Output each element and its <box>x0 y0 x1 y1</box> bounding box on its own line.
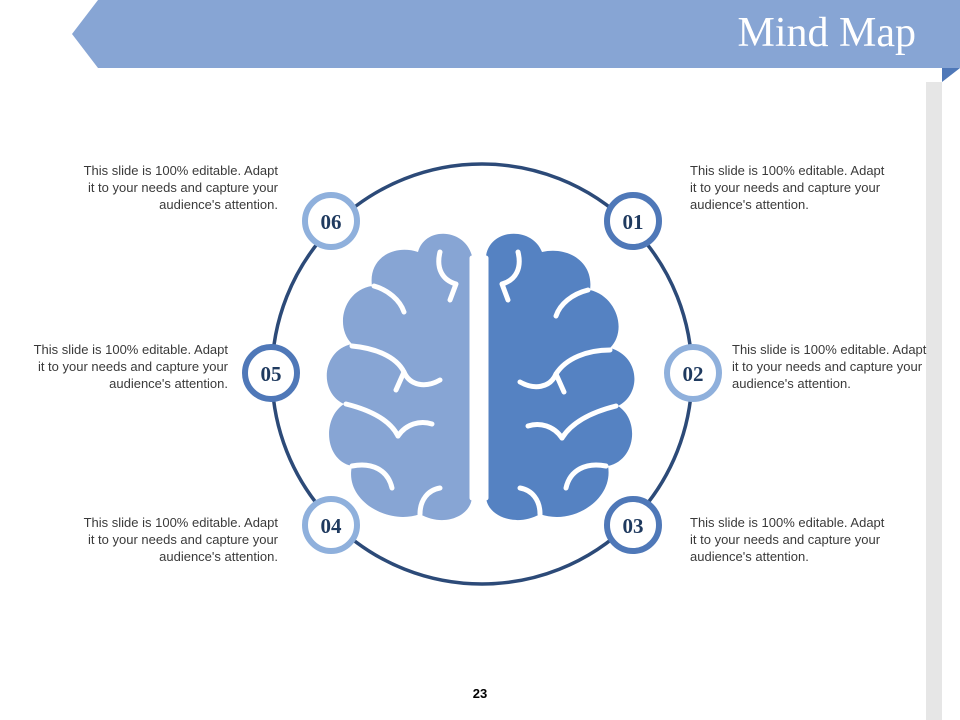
brain-right-hemisphere <box>483 233 635 521</box>
node-label-06: 06 <box>321 210 342 234</box>
node-text-05: This slide is 100% editable. Adapt it to… <box>33 342 228 391</box>
node-label-04: 04 <box>321 514 343 538</box>
node-label-02: 02 <box>683 362 704 386</box>
right-edge-bar <box>926 82 942 720</box>
banner-shape <box>72 0 960 68</box>
node-badge-05: 05 <box>242 344 300 402</box>
node-text-04: This slide is 100% editable. Adapt it to… <box>83 515 278 564</box>
node-label-01: 01 <box>623 210 644 234</box>
node-text-06: This slide is 100% editable. Adapt it to… <box>83 163 278 212</box>
node-badge-01: 01 <box>604 192 662 250</box>
node-badge-04: 04 <box>302 496 360 554</box>
node-text-02: This slide is 100% editable. Adapt it to… <box>732 342 927 391</box>
brain-left-hemisphere <box>326 233 475 521</box>
node-label-03: 03 <box>623 514 644 538</box>
node-text-01: This slide is 100% editable. Adapt it to… <box>690 163 885 212</box>
node-badge-06: 06 <box>302 192 360 250</box>
slide-title: Mind Map <box>737 10 917 56</box>
title-banner <box>72 0 960 82</box>
node-text-03: This slide is 100% editable. Adapt it to… <box>690 515 885 564</box>
node-label-05: 05 <box>261 362 282 386</box>
node-badge-02: 02 <box>664 344 722 402</box>
page-number: 23 <box>472 686 488 701</box>
node-badge-03: 03 <box>604 496 662 554</box>
banner-fold <box>942 68 960 82</box>
